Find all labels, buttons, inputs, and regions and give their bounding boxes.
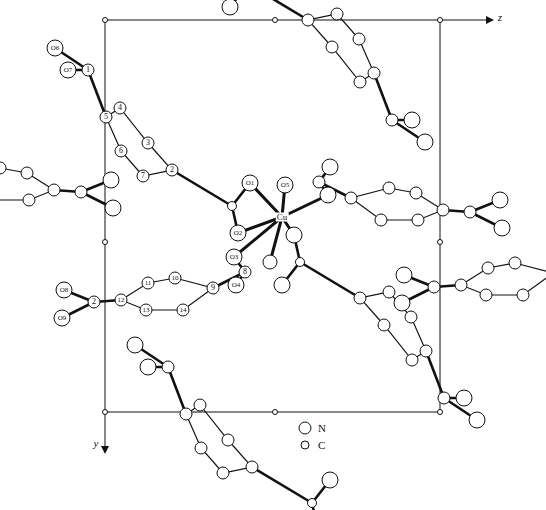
atom-number: O8 (59, 287, 70, 294)
atom-number: 12 (117, 297, 126, 304)
atom-number: O4 (231, 282, 242, 289)
atom-number: 14 (179, 307, 188, 314)
atom-number: 11 (144, 280, 153, 287)
atom-number: 2 (91, 298, 97, 306)
atom-number: 1 (85, 66, 91, 74)
legend-sample (299, 422, 311, 434)
atom-number: 2 (169, 166, 175, 174)
atom-number: O3 (229, 254, 240, 261)
atom-number: 6 (118, 147, 124, 155)
atom-number: O7 (63, 67, 74, 74)
atom-number: 9 (210, 284, 216, 292)
atom-number: O5 (280, 182, 291, 189)
atom-number: 10 (171, 275, 180, 282)
atom-number: 4 (117, 104, 123, 112)
legend-sample (301, 441, 309, 449)
atom-number: 13 (142, 307, 151, 314)
legend-text: C (318, 440, 325, 451)
atom-label: Cu (276, 213, 289, 222)
atom-number: O1 (245, 180, 256, 187)
atom-number: 3 (145, 139, 151, 147)
atom-number: O6 (50, 45, 61, 52)
atom-number: 7 (140, 172, 146, 180)
axis-label: y (93, 438, 100, 449)
atom-number: 8 (242, 268, 248, 276)
axis-label: z (497, 12, 503, 23)
atom-number: O2 (233, 230, 244, 237)
atom-number: O9 (57, 315, 68, 322)
atom-number: 5 (103, 113, 109, 121)
legend-text: N (318, 423, 326, 434)
